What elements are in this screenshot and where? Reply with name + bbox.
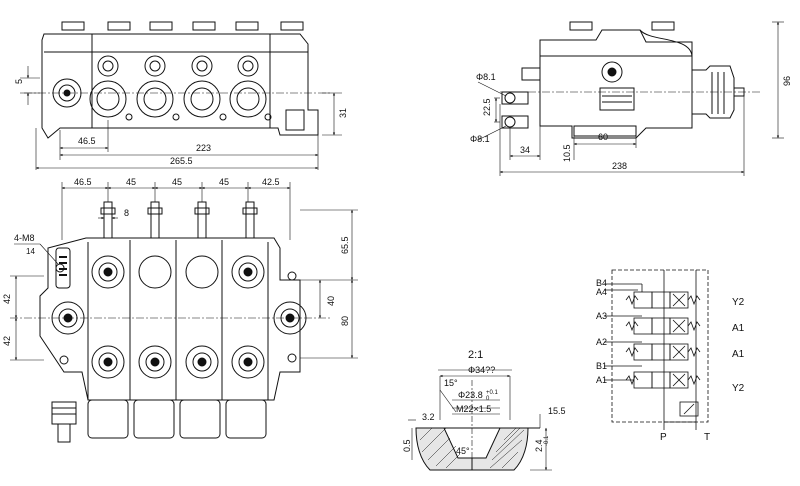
dim-phi8-1-top: Φ8.1 [476,72,496,82]
detail-angle15: 15° [444,378,458,388]
detail-tol-plus: +0.1 [486,390,499,396]
dim-31: 31 [338,108,348,118]
front-view [20,21,342,170]
dim-60: 60 [598,132,608,142]
detail-tol-minus: -0.1 [544,435,550,446]
detail-angle45: 45° [456,446,470,456]
dim-45-b: 45 [172,177,182,187]
dim-96: 96 [782,76,792,86]
dim-45-a: 45 [126,177,136,187]
top-view [10,182,358,443]
detail-scale: 2:1 [468,349,483,361]
mount-holes-label: 4-M8 [14,233,35,243]
detail-dim-2-4: 2.4 [534,439,544,452]
function-label-4: Y2 [732,383,745,394]
dim-45-c: 45 [219,177,229,187]
dim-42-bottom: 42 [2,336,12,346]
depth-14-label: 14 [26,247,35,256]
dim-42-top: 42 [2,294,12,304]
dim-223: 223 [196,143,211,153]
function-label-3: A1 [732,349,745,360]
hydraulic-schematic [604,269,709,430]
function-label-2: A1 [732,323,745,334]
detail-phi23-8: Φ23.8 [458,390,483,400]
detail-tol-zero: 0 [486,396,490,402]
dim-34: 34 [520,145,530,155]
port-p-label: P [660,432,667,443]
dim-22-5: 22.5 [482,98,492,116]
dim-10-5: 10.5 [562,144,572,162]
port-a4: A4 [596,287,607,297]
detail-thread: M22×1.5 [456,404,491,414]
side-view [477,21,784,176]
dim-46-5-top: 46.5 [74,177,92,187]
dim-265-5: 265.5 [170,156,193,166]
port-a3: A3 [596,311,607,321]
dim-8: 8 [124,208,129,218]
port-b4: B4 [596,278,607,288]
dim-65-5: 65.5 [340,236,350,254]
dim-5: 5 [14,79,24,84]
detail-phi34: Φ34?? [468,365,495,375]
dim-46-5: 46.5 [78,136,96,146]
port-a2: A2 [596,337,607,347]
detail-view [408,369,552,471]
dim-238: 238 [612,161,627,171]
dim-42-5: 42.5 [262,177,280,187]
port-a1: A1 [596,375,607,385]
port-t-label: T [704,432,710,443]
dim-phi8-1-bottom: Φ8.1 [470,134,490,144]
function-label-1: Y2 [732,297,745,308]
port-b1: B1 [596,361,607,371]
dim-80: 80 [340,316,350,326]
label-plate-marks [59,256,67,276]
dim-40: 40 [326,296,336,306]
detail-dim-0-5: 0.5 [402,439,412,452]
detail-dim-3-2: 3.2 [422,412,435,422]
detail-dim-15-5: 15.5 [548,406,566,416]
